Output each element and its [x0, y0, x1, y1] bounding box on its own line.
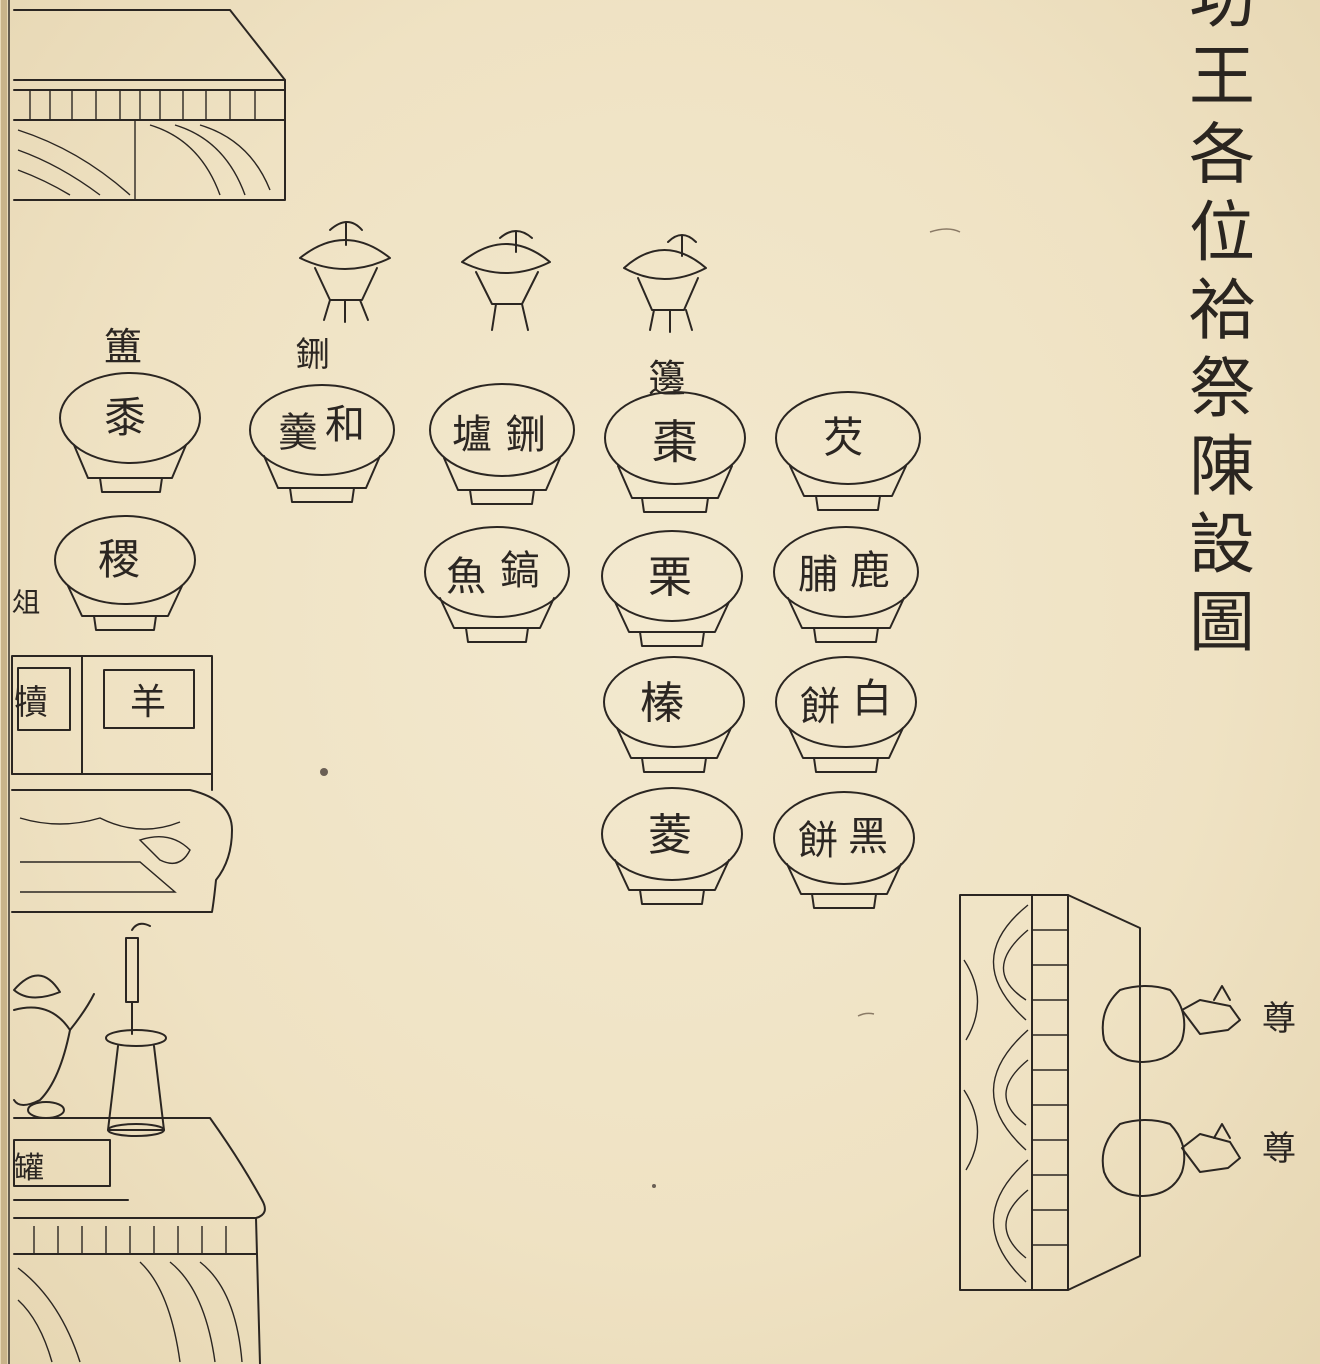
offering-bowl — [424, 526, 570, 643]
title-char: 位 — [1189, 194, 1255, 271]
title-char: 功 — [1189, 0, 1255, 38]
xing-vessel — [299, 221, 391, 323]
bowl-label: 稷 — [98, 535, 140, 584]
bowl-label: 鹿 — [850, 548, 890, 594]
offering-bowl — [59, 372, 201, 493]
bowl-label: 和 — [325, 402, 365, 448]
bowl-label: 黑 — [848, 814, 888, 860]
incense-vessel — [13, 974, 95, 1119]
bowl-label: 脯 — [798, 552, 838, 598]
bowl-label: 黍 — [104, 393, 146, 442]
jar-label: 尊 — [1262, 1129, 1296, 1169]
bowl-label: 棗 — [652, 415, 698, 469]
offering-bowl — [775, 656, 917, 773]
cabinet-box-left: 犢 — [14, 683, 48, 723]
bowl-label: 餅 — [800, 684, 840, 730]
paper-speck — [320, 768, 328, 776]
candlestick — [105, 922, 167, 1137]
offering-bowl — [429, 383, 575, 505]
fu-label: 簠 — [104, 325, 142, 369]
wine-jar — [1101, 1119, 1241, 1197]
bowl-label: 榛 — [640, 678, 684, 729]
xing-label: 鉶 — [296, 335, 330, 375]
offering-bowl — [604, 391, 746, 513]
altar-box-char: 罐 — [14, 1151, 44, 1186]
altar-table-bottom: 罐 — [13, 1117, 266, 1364]
bowl-label: 羹 — [278, 410, 318, 456]
bowl-label: 鎬 — [500, 548, 540, 594]
title-char: 陳 — [1189, 428, 1255, 505]
wine-jar — [1101, 985, 1241, 1063]
title-char: 王 — [1189, 38, 1255, 115]
bowl-label: 芡 — [822, 413, 864, 462]
bowl-label: 餅 — [798, 818, 838, 864]
paper-stain — [857, 1012, 875, 1017]
animal-cabinet: 俎 犢 羊 — [11, 586, 233, 913]
cabinet-side-char: 俎 — [12, 586, 40, 619]
title-char: 設 — [1189, 506, 1255, 583]
title-char: 圖 — [1189, 584, 1255, 661]
title-char: 祭 — [1189, 350, 1255, 427]
bowl-label: 菱 — [648, 810, 692, 861]
offering-bowl — [601, 787, 743, 905]
altar-table-top — [13, 9, 286, 201]
bowl-label: 魚 — [446, 554, 486, 600]
offering-bowl — [249, 384, 395, 503]
bowl-label: 鉶 — [506, 412, 546, 458]
offering-bowl — [603, 656, 745, 773]
offering-bowl — [601, 530, 743, 647]
paper-stain — [929, 228, 961, 233]
bowl-label: 栗 — [648, 552, 692, 603]
wine-table — [959, 894, 1141, 1291]
xing-vessel — [461, 230, 551, 331]
offering-bowl — [773, 791, 915, 909]
xing-vessel — [623, 234, 707, 333]
jar-label: 尊 — [1262, 999, 1296, 1039]
cabinet-box-right: 羊 — [130, 682, 166, 723]
bowl-label: 白 — [852, 676, 892, 722]
offering-bowl — [773, 526, 919, 643]
paper-speck — [652, 1184, 656, 1188]
title-char: 各 — [1189, 116, 1255, 193]
offering-bowl — [54, 515, 196, 631]
diagram-title: 功 王 各 位 祫 祭 陳 設 圖 — [1172, 0, 1272, 661]
offering-bowl — [775, 391, 921, 511]
bowl-label: 壚 — [452, 412, 492, 458]
title-char: 祫 — [1189, 272, 1255, 349]
